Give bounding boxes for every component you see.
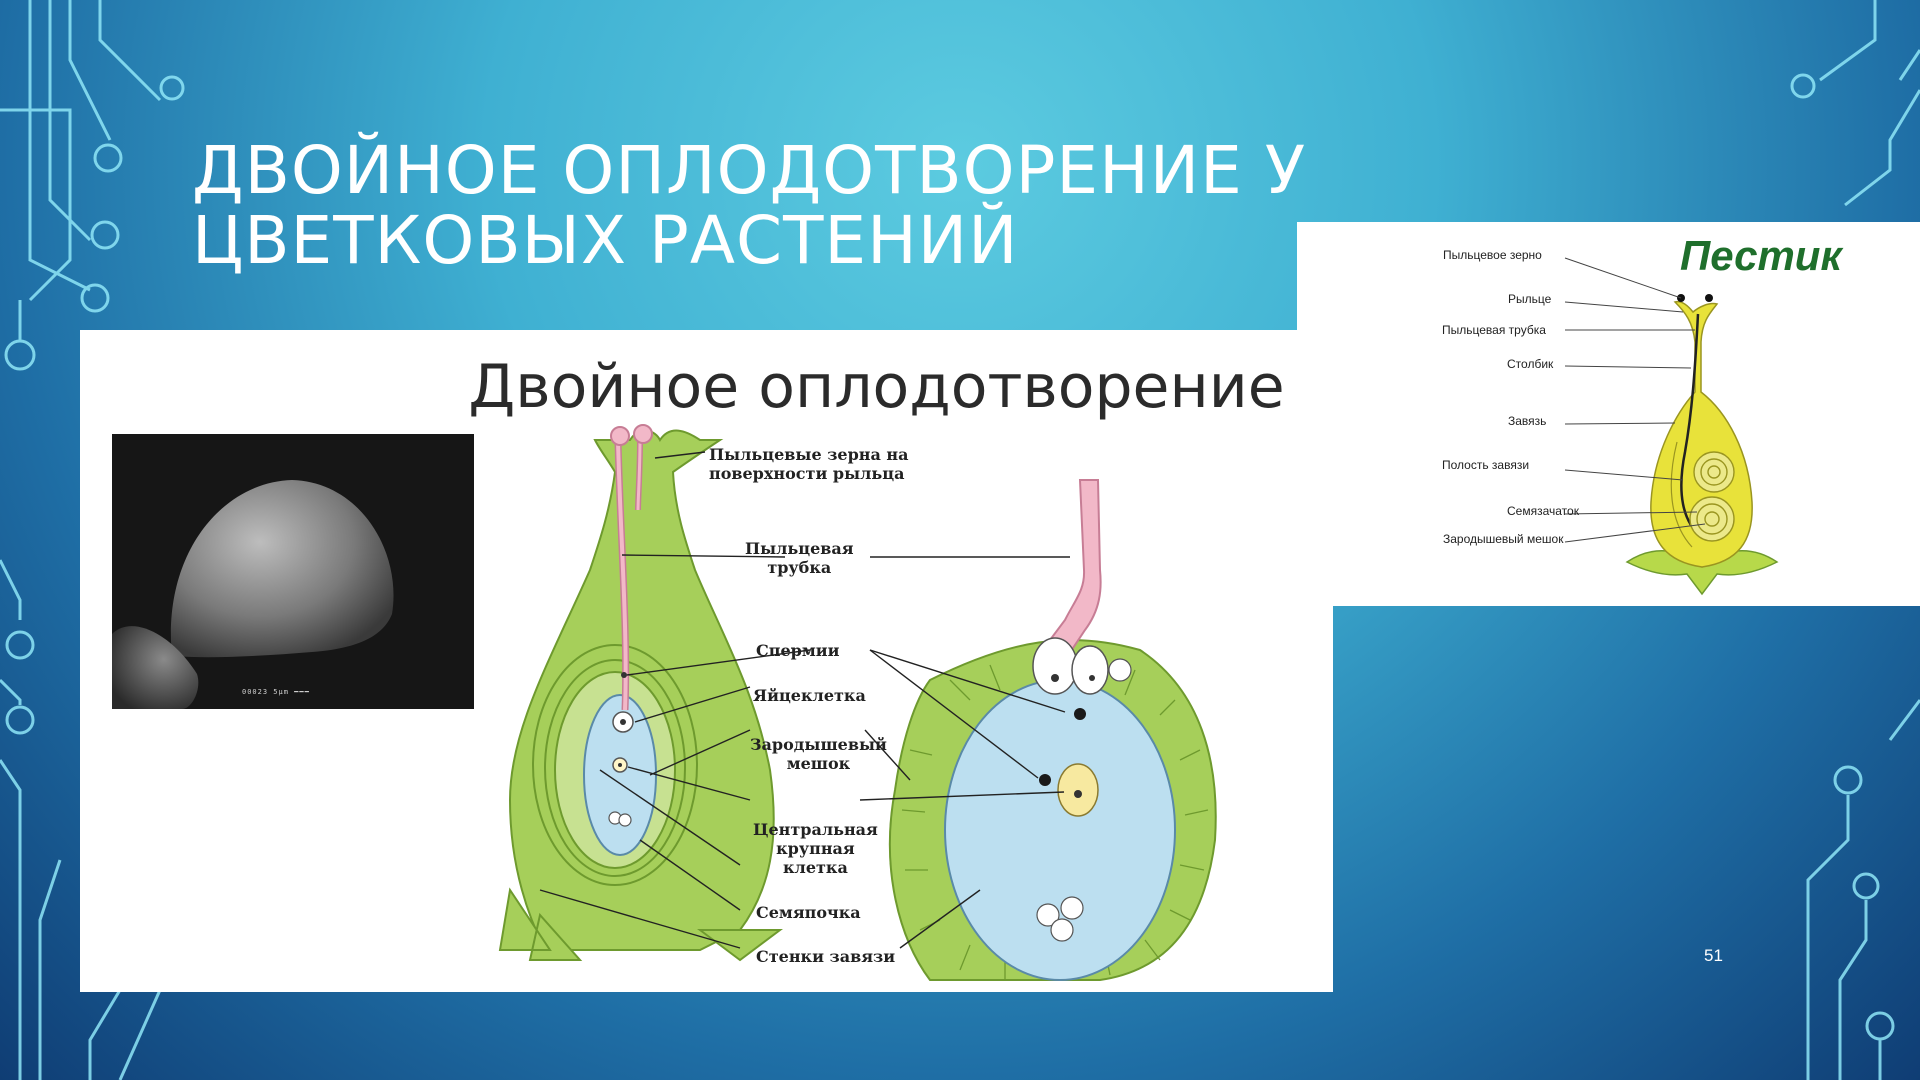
- label-pollen-grain: Пыльцевое зерно: [1443, 248, 1542, 262]
- label-ovary-walls: Стенки завязи: [756, 947, 896, 966]
- label-ovule-small: Семязачаток: [1507, 504, 1579, 518]
- slide-title: ДВОЙНОЕ ОПЛОДОТВОРЕНИЕ У ЦВЕТКОВЫХ РАСТЕ…: [192, 132, 1307, 279]
- pollen-grain-image: [112, 480, 394, 709]
- pistil-title: Пестик: [1680, 232, 1842, 279]
- slide-number: 51: [1704, 946, 1723, 965]
- label-ovary: Завязь: [1508, 414, 1547, 428]
- label-embryo-sac-small: Зародышевый мешок: [1443, 532, 1564, 546]
- label-ovary-cavity: Полость завязи: [1442, 458, 1530, 472]
- figure-heading: Двойное оплодотворение: [468, 352, 1285, 422]
- pistil-shape: [1650, 300, 1753, 568]
- label-style: Столбик: [1507, 357, 1554, 371]
- label-sperm: Спермии: [756, 641, 840, 660]
- micrograph-scale: 00023 5µm ━━━: [242, 688, 310, 696]
- pistil-diagram: [1564, 257, 1779, 596]
- label-egg-cell: Яйцеклетка: [753, 686, 866, 705]
- label-stigma: Рыльце: [1508, 292, 1552, 306]
- double-fertilization-figure: Двойное оплодотворение 00023 5µm ━━━: [80, 330, 1333, 992]
- pollen-micrograph: 00023 5µm ━━━: [112, 434, 474, 709]
- label-pollen-tube-small: Пыльцевая трубка: [1442, 323, 1546, 337]
- pistil-figure: Пестик Пыльцевое зерно Рыль: [1297, 222, 1920, 606]
- label-ovule: Семяпочка: [756, 903, 861, 922]
- pistil-section-diagram: [498, 424, 1217, 981]
